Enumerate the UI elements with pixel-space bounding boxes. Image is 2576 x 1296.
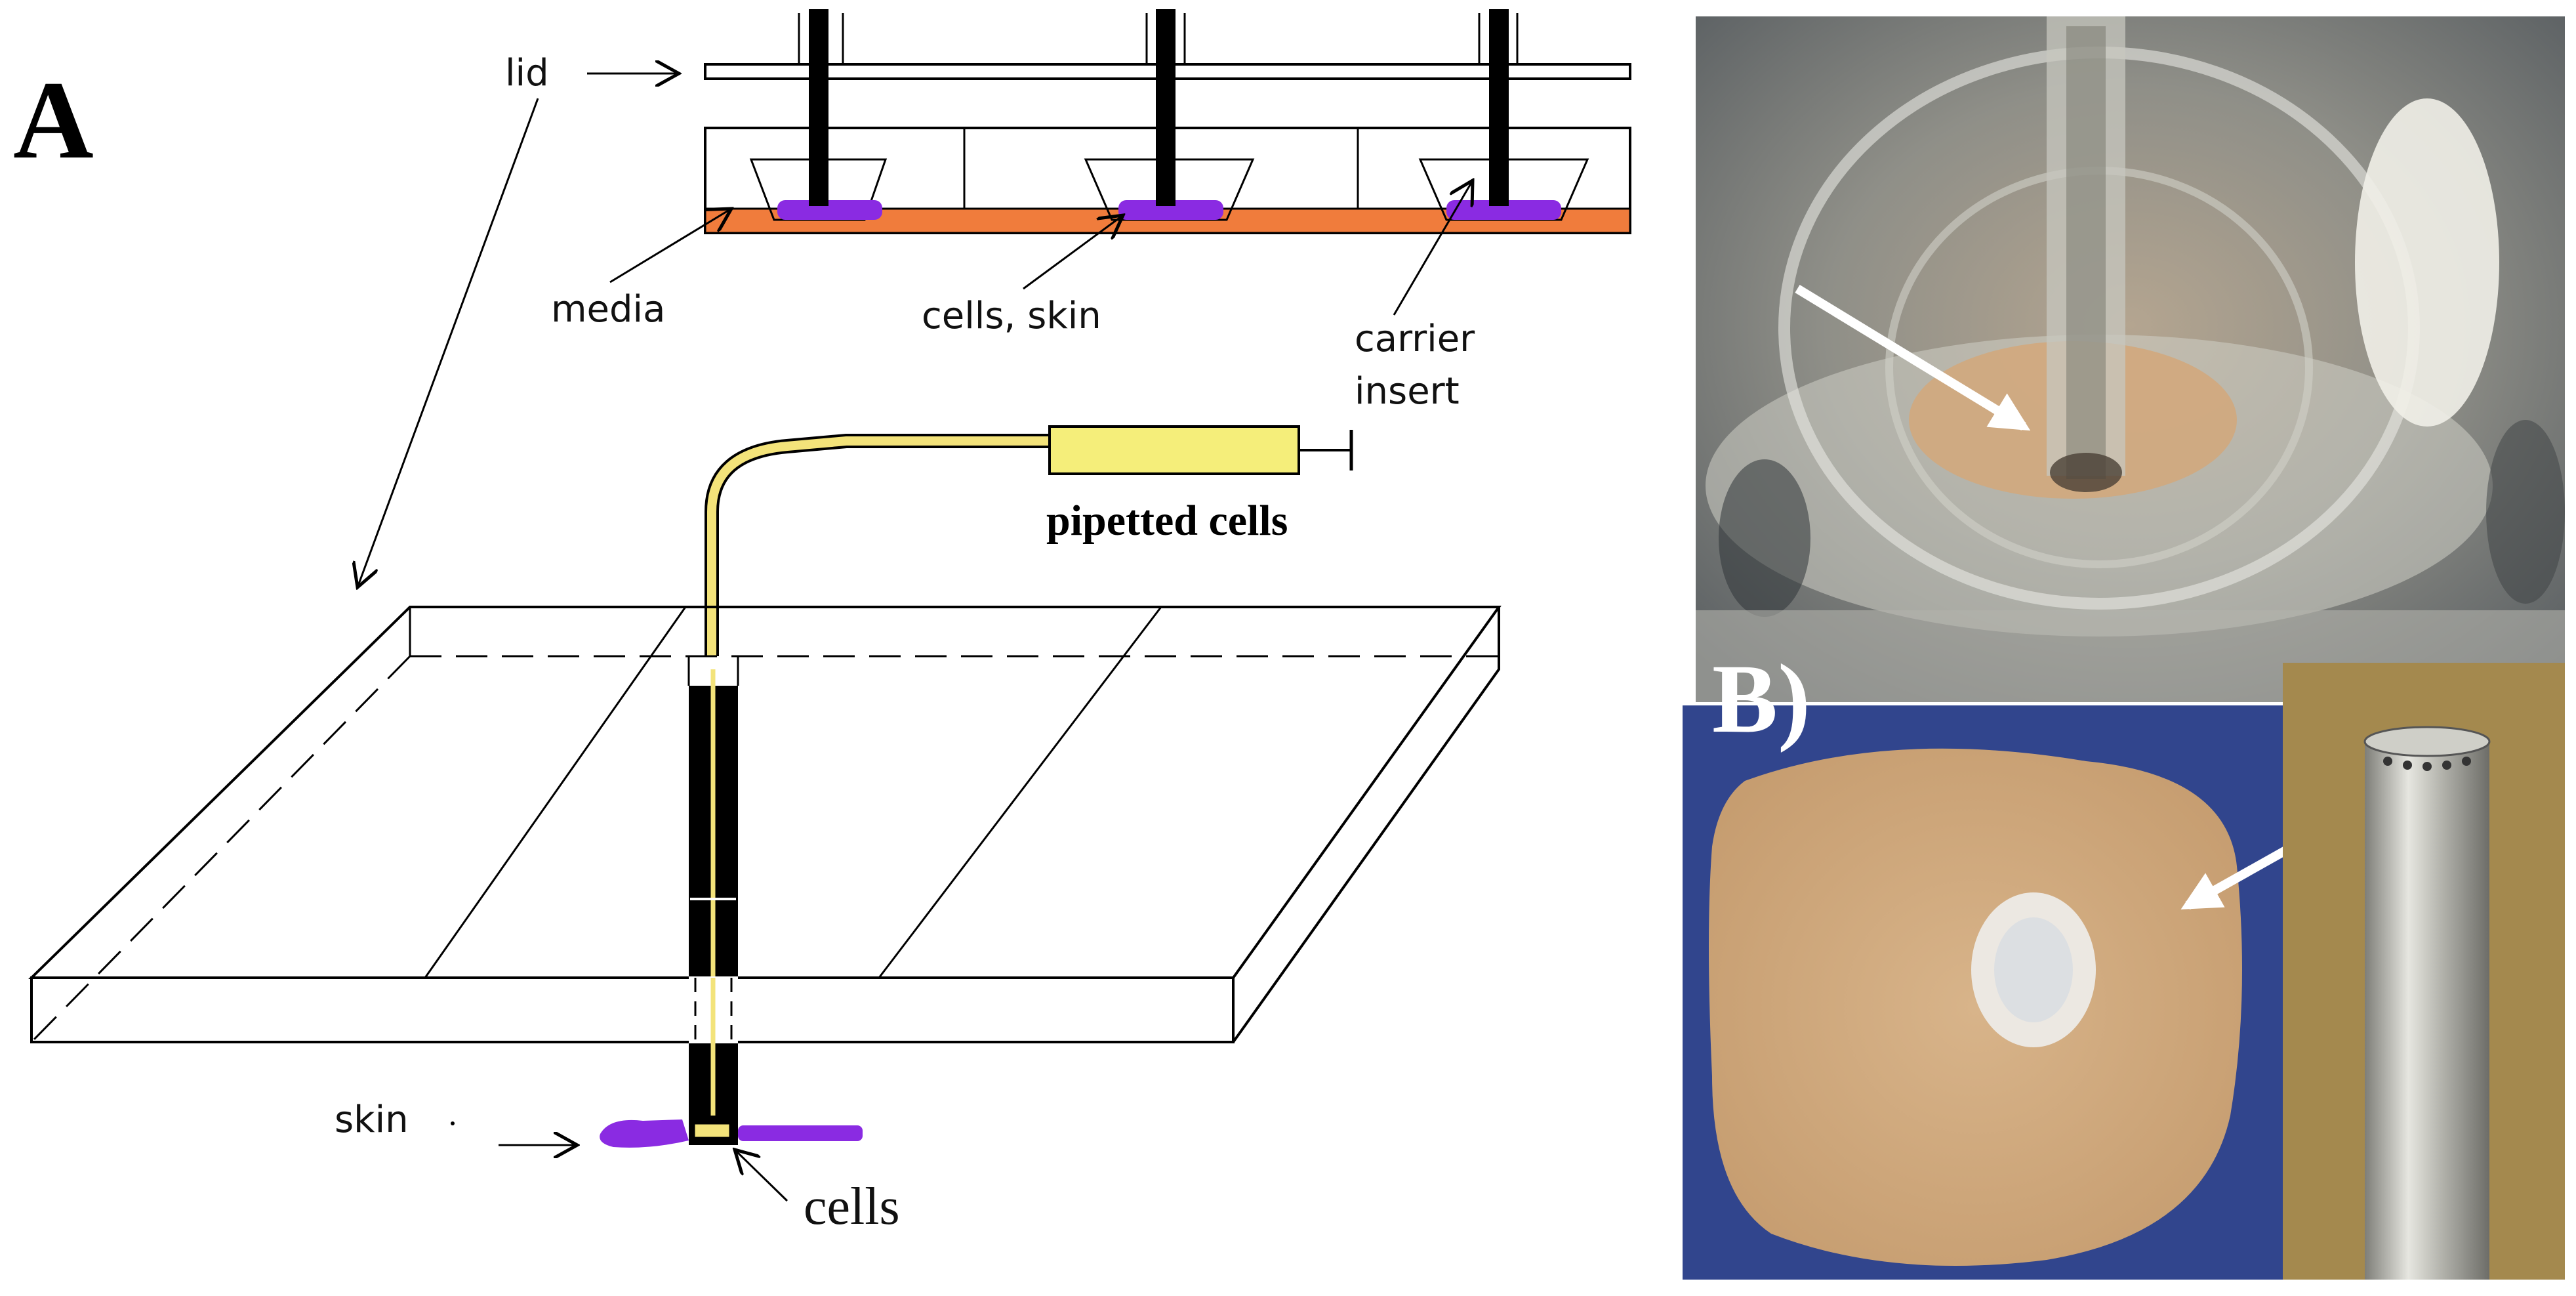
tray-3d [28, 606, 1502, 1043]
tray-front-face [30, 976, 1235, 1043]
cells-skin-label: cells, skin [922, 295, 1101, 337]
carrier-insert-pointer-arrow [1393, 180, 1473, 316]
cells-in-skin [693, 1122, 731, 1139]
pipetted-cells-label: pipetted cells [1046, 497, 1288, 545]
panel-a-letter: A [13, 58, 94, 182]
steel-rod [2365, 742, 2489, 1280]
media-pointer-arrow [609, 209, 731, 283]
carrier-rod [809, 9, 828, 206]
cells-skin-sample [1118, 200, 1223, 220]
cells-pointer-arrow [735, 1150, 788, 1202]
skin-label: skin [335, 1098, 409, 1141]
carrier-insert [1084, 9, 1255, 221]
insert-label: insert [1355, 370, 1460, 413]
carrier-rod [1489, 9, 1509, 206]
tray-well-line [424, 606, 687, 978]
photo-glass-apparatus [1696, 16, 2565, 702]
tray-top-face [28, 606, 1502, 979]
cells-skin-sample [1446, 200, 1561, 220]
skin-right [738, 1125, 863, 1141]
panel-b-letter: B) [1712, 644, 1810, 753]
carrier-rod-vertical [687, 656, 739, 1145]
cells-label: cells [804, 1178, 900, 1236]
carrier-insert [749, 9, 888, 221]
tray-well-line [878, 606, 1162, 978]
carrier-label: carrier [1355, 318, 1475, 360]
panel-a-diagram: A lid [13, 9, 1631, 1236]
photo-steel-rod [2283, 663, 2565, 1280]
tray-right-face [1232, 607, 1500, 1043]
skin-tissue-sample [1709, 748, 2242, 1266]
cells-skin-sample [777, 200, 882, 220]
apparatus-arrow [1795, 285, 2031, 431]
syringe-barrel [1048, 425, 1300, 475]
tube [707, 436, 1050, 656]
media-label: media [551, 288, 665, 331]
lid-label: lid [505, 52, 549, 94]
syringe [705, 425, 1353, 656]
panel-b-photos: B) [1683, 16, 2565, 1280]
carrier-rod [1156, 9, 1176, 206]
carrier-in-apparatus [2066, 26, 2106, 479]
skin-left [600, 1119, 689, 1148]
lid-to-tray-arrow [358, 98, 539, 587]
carrier-insert [1418, 9, 1589, 221]
cells-skin-pointer-arrow [1023, 215, 1123, 290]
tray-hidden-edge [30, 655, 411, 1043]
photo-skin-tissue [1683, 705, 2352, 1280]
